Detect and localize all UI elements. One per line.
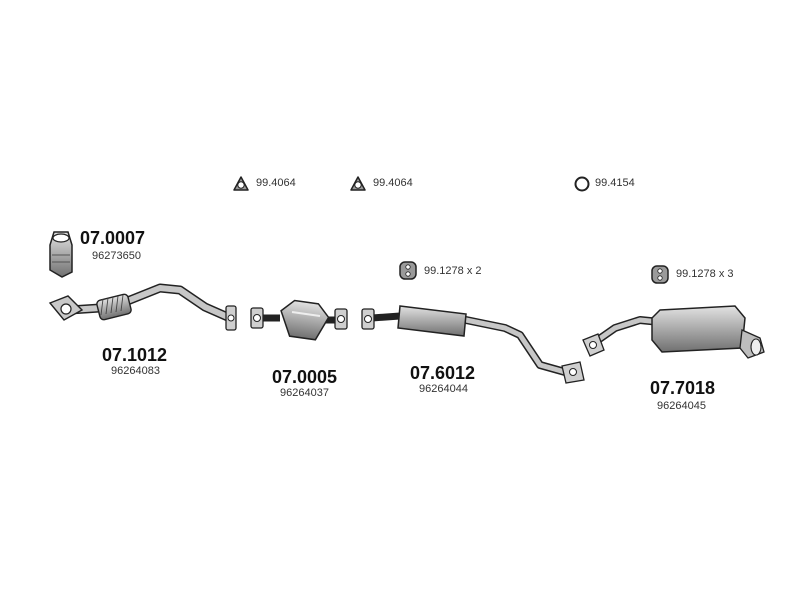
catalytic-converter-part [250,299,348,341]
front-pipe-part [48,283,237,331]
oem-number: 96264045 [657,400,706,412]
rear-silencer-part [582,305,765,359]
accessory-label: 99.1278 x 3 [676,268,734,280]
accessory-label: 99.4064 [256,177,296,189]
middle-silencer-part [361,305,585,384]
part-code: 07.0007 [80,228,146,248]
oem-number: 96264083 [111,365,160,377]
part-code: 07.0005 [272,367,338,387]
precatalyst-part [49,231,73,278]
oem-number: 96264037 [280,387,329,399]
part-code: 07.6012 [410,363,476,383]
rubber-hanger-icon [651,265,669,284]
rubber-hanger-icon [399,261,417,280]
triangle-gasket-icon [350,176,366,191]
oem-number: 96264044 [419,383,468,395]
part-code: 07.1012 [102,345,168,365]
accessory-label: 99.4154 [595,177,635,189]
triangle-gasket-icon [233,176,249,191]
accessory-label: 99.4064 [373,177,413,189]
oem-number: 96273650 [92,250,141,262]
accessory-label: 99.1278 x 2 [424,265,482,277]
ring-gasket-icon [574,176,590,192]
part-code: 07.7018 [650,378,716,398]
